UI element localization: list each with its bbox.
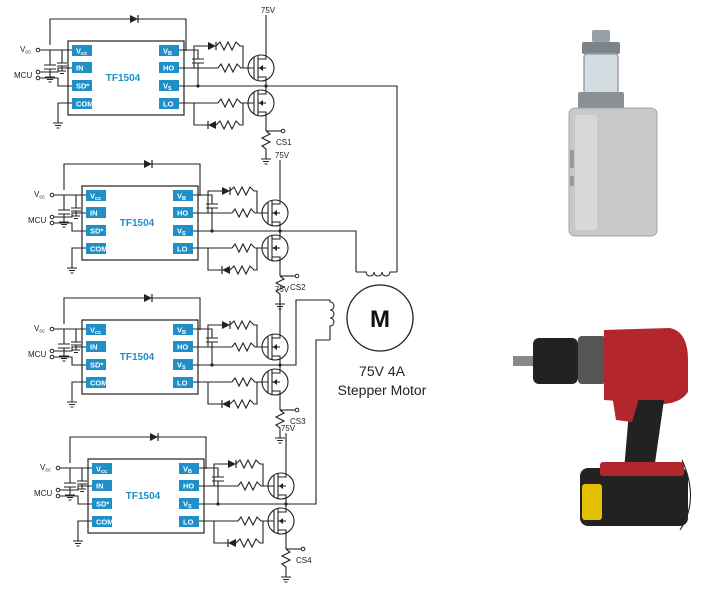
cs-label: CS3 <box>290 417 306 426</box>
motor-winding-left <box>329 300 335 340</box>
phase-wire-b <box>280 230 357 272</box>
pin-label-2: IN <box>76 64 84 73</box>
mcu-label: MCU <box>28 216 46 225</box>
phase-wire-c <box>280 299 330 366</box>
cs-label: CS2 <box>290 283 306 292</box>
pin-label-1: Vcc <box>96 465 107 476</box>
mcu-label: MCU <box>14 71 32 80</box>
pin-label-4: COM <box>90 245 108 254</box>
cs-label: CS4 <box>296 556 312 565</box>
chip-name: TF1504 <box>126 491 161 502</box>
driver-stage-3 <box>49 293 300 444</box>
pin-label-4: COM <box>90 379 108 388</box>
motor-letter: M <box>370 306 390 333</box>
vcc-label: Vcc <box>34 324 45 335</box>
pin-label-6: HO <box>183 482 194 491</box>
pin-label-6: HO <box>163 64 174 73</box>
pin-label-3: SD* <box>96 500 109 509</box>
cs-label: CS1 <box>276 138 292 147</box>
pin-label-3: SD* <box>90 361 103 370</box>
schematic-labels: VccINSD*COMVBHOVSLOTF1504VccMCU75VCS1Vcc… <box>14 6 312 565</box>
mcu-label: MCU <box>34 489 52 498</box>
pin-label-8: LO <box>177 379 188 388</box>
vape-mod-photo <box>568 30 658 237</box>
supply-label: 75V <box>281 424 296 433</box>
vcc-label: Vcc <box>20 45 31 56</box>
supply-label: 75V <box>261 6 276 15</box>
pin-label-8: LO <box>163 100 174 109</box>
vcc-label: Vcc <box>34 190 45 201</box>
pin-label-2: IN <box>96 482 104 491</box>
pin-label-8: LO <box>177 245 188 254</box>
supply-label: 75V <box>275 151 290 160</box>
pin-label-5: VB <box>183 465 192 476</box>
motor-rating: 75V 4A <box>359 363 406 379</box>
pin-label-7: VS <box>177 227 186 238</box>
drill-photo <box>513 328 692 531</box>
pin-label-7: VS <box>183 500 192 511</box>
pin-label-4: COM <box>76 100 94 109</box>
motor-name: Stepper Motor <box>338 382 427 398</box>
phase-wire-a <box>266 85 398 272</box>
pin-label-3: SD* <box>90 227 103 236</box>
motor-symbol <box>346 284 414 352</box>
supply-label: 75V <box>275 285 290 294</box>
pin-label-3: SD* <box>76 82 89 91</box>
chip-name: TF1504 <box>106 73 141 84</box>
pin-label-5: VB <box>177 326 186 337</box>
pin-label-8: LO <box>183 518 194 527</box>
driver-stage-1 <box>35 14 286 165</box>
pin-label-4: COM <box>96 518 114 527</box>
pin-label-2: IN <box>90 209 98 218</box>
pin-label-1: Vcc <box>90 326 101 337</box>
pin-label-5: VB <box>163 47 172 58</box>
driver-stage-4 <box>55 432 306 583</box>
pin-label-1: Vcc <box>90 192 101 203</box>
pin-label-7: VS <box>163 82 172 93</box>
chip-name: TF1504 <box>120 218 155 229</box>
mcu-label: MCU <box>28 350 46 359</box>
pin-label-6: HO <box>177 343 188 352</box>
motor-winding-top <box>356 271 397 277</box>
pin-label-5: VB <box>177 192 186 203</box>
driver-stage-2 <box>49 159 300 310</box>
pin-label-7: VS <box>177 361 186 372</box>
vcc-label: Vcc <box>40 463 51 474</box>
phase-wire-d <box>286 339 330 505</box>
pin-label-6: HO <box>177 209 188 218</box>
pin-label-2: IN <box>90 343 98 352</box>
chip-name: TF1504 <box>120 352 155 363</box>
pin-label-1: Vcc <box>76 47 87 58</box>
